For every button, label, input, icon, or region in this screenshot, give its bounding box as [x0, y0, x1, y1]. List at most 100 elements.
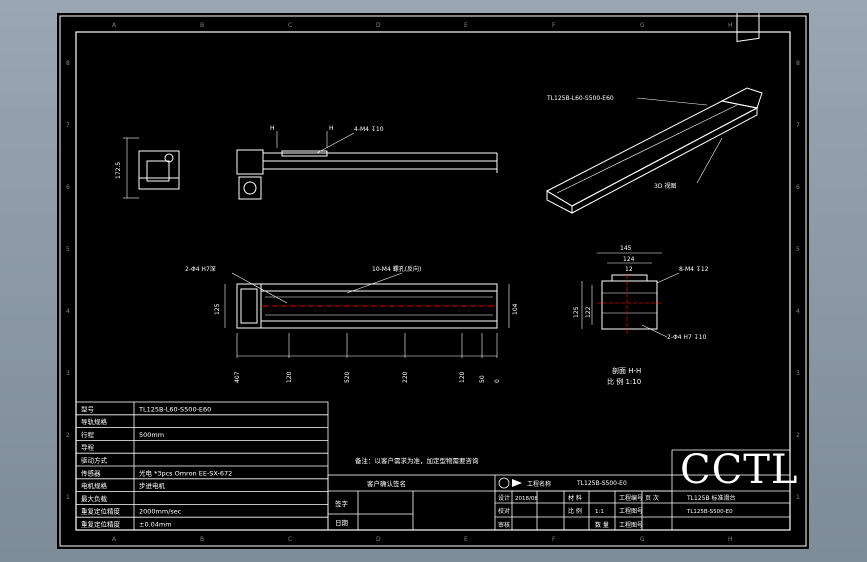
zone-letter-bottom-E: E [464, 536, 468, 543]
zone-number-right-7: 7 [796, 122, 800, 129]
cctl-model: TL125B-S500-E0 [686, 509, 733, 515]
end-view [123, 137, 180, 199]
zone-letter-top-B: B [200, 22, 204, 29]
spec-value: ±0.04mm [139, 521, 172, 529]
iso-part-label: TL125B-L60-S500-E60 [546, 95, 614, 102]
section-top-callout: 8-M4 ↧12 [679, 266, 709, 273]
section-dim-w0: 145 [620, 245, 632, 252]
zone-letter-bottom-B: B [200, 536, 204, 543]
isometric-view [545, 13, 763, 214]
zone-letter-bottom-A: A [112, 536, 117, 543]
section-bot-leader [641, 324, 668, 338]
iso-leader-label: 3D 视图 [654, 182, 676, 190]
zone-letter-bottom-G: G [640, 536, 645, 543]
zone-number-right-4: 4 [796, 308, 800, 315]
spec-label: 重复定位精度 [81, 507, 121, 516]
drawing-note: 备注：以客户需求为准，加定型物需要咨询 [355, 456, 479, 465]
zone-number-right-3: 3 [796, 370, 800, 377]
zone-letters-bottom: A B C D E F G H [112, 536, 733, 543]
side-callout: 4-M4 ↧10 [354, 126, 384, 133]
title-block-logo [498, 477, 522, 489]
zone-letter-top-A: A [112, 22, 117, 29]
dim-lower-3: 220 [402, 371, 409, 383]
spec-label: 导轨规格 [81, 417, 108, 426]
spec-label: 传感器 [81, 468, 101, 477]
spec-value: 步进电机 [139, 481, 166, 490]
section-view [581, 252, 662, 330]
dim-lower-0: 407 [234, 371, 241, 383]
spec-label: 行程 [81, 430, 95, 439]
tb-row-c3: 比 例 [568, 507, 582, 515]
title-block [327, 449, 791, 531]
zone-number-left-5: 5 [66, 246, 70, 253]
tb-row-c1: 设计 [498, 494, 510, 502]
tb-row-c5: 工程图号 [619, 521, 643, 529]
tb-row-c1: 校对 [498, 507, 510, 515]
section-caption: 剖面 H-H [612, 366, 641, 375]
tb-row-c5: 工程图号 [619, 507, 643, 515]
tb-sign-label: 签字 [335, 499, 349, 508]
spec-label: 重复定位精度 [81, 520, 121, 529]
zone-number-left-4: 4 [66, 308, 70, 315]
iso-leader [696, 137, 723, 184]
spec-label: 最大负载 [81, 494, 108, 503]
cctl-logo: CCTL [680, 447, 798, 493]
zone-number-right-8: 8 [796, 60, 800, 67]
spec-label: 导程 [81, 443, 95, 452]
top-label-left-leader [231, 272, 288, 304]
section-dim-h1: 122 [585, 306, 592, 318]
dim-left-v: 172.5 [115, 162, 122, 179]
zone-number-left-7: 7 [66, 122, 70, 129]
zone-letter-bottom-D: D [376, 536, 381, 543]
spec-label: 电机规格 [81, 481, 108, 490]
spec-value: 2000mm/sec [139, 508, 182, 516]
section-mark-h-left: H [270, 125, 275, 132]
dim-right-v: 104 [512, 303, 519, 315]
dim-lower-4: 120 [459, 371, 466, 383]
top-view-label-mid: 10-M4 螺孔(反向) [372, 265, 421, 273]
dim-lower-2: 520 [344, 371, 351, 383]
zone-letter-bottom-H: H [728, 536, 733, 543]
tb-row-c4: 1:1 [595, 509, 604, 515]
tb-row-c3: 材 料 [568, 494, 582, 502]
zone-number-left-6: 6 [66, 184, 70, 191]
section-bot-callout: 2-Φ4 H7 ↧10 [667, 334, 707, 341]
spec-label: 型号 [81, 404, 95, 413]
cctl-subtitle: TL125B 标准滑台 [686, 494, 735, 502]
top-view-label-left: 2-Φ4 H7深 [185, 265, 216, 273]
outer-border [59, 15, 807, 547]
section-top-leader [656, 272, 680, 284]
zone-numbers-right: 8 7 6 5 4 3 2 1 [796, 60, 800, 501]
zone-number-right-2: 2 [796, 432, 800, 439]
tb-sheet-label: 页 次 [645, 494, 659, 502]
top-view-dims [224, 284, 510, 358]
side-view [236, 131, 498, 200]
tb-project-value: TL125B-S500-E0 [576, 480, 627, 487]
dim-lower-1: 120 [286, 371, 293, 383]
dim-lower-5: 50 [479, 375, 486, 383]
tb-date-label: 日期 [335, 519, 349, 527]
spec-value: TL125B-L60-S500-E60 [138, 405, 211, 413]
zone-number-right-1: 1 [796, 494, 800, 501]
zone-number-left-2: 2 [66, 432, 70, 439]
zone-letter-bottom-F: F [552, 536, 556, 543]
zone-number-left-3: 3 [66, 370, 70, 377]
side-callout-leader [316, 132, 355, 154]
dim-top-v: 125 [214, 303, 221, 315]
zone-letter-bottom-C: C [288, 536, 292, 543]
zone-number-left-8: 8 [66, 60, 70, 67]
zone-letter-top-F: F [552, 22, 556, 29]
tb-row-c5: 工程编号 [619, 494, 643, 502]
tb-row-c1: 审核 [498, 521, 510, 529]
tb-row-c2: 2018/08 [515, 496, 538, 502]
dim-lower-6: 0 [494, 379, 501, 383]
spec-value: 500mm [139, 431, 164, 439]
section-scale: 比 例 1:10 [607, 377, 641, 386]
zone-number-right-6: 6 [796, 184, 800, 191]
section-mark-h-right: H [329, 125, 334, 132]
zone-number-right-5: 5 [796, 246, 800, 253]
drawing-sheet: A B C D E F G H A B C D E F G H 8 7 6 5 4 3 2 1 8 7 6 5 4 3 2 1 172.… [59, 13, 807, 547]
